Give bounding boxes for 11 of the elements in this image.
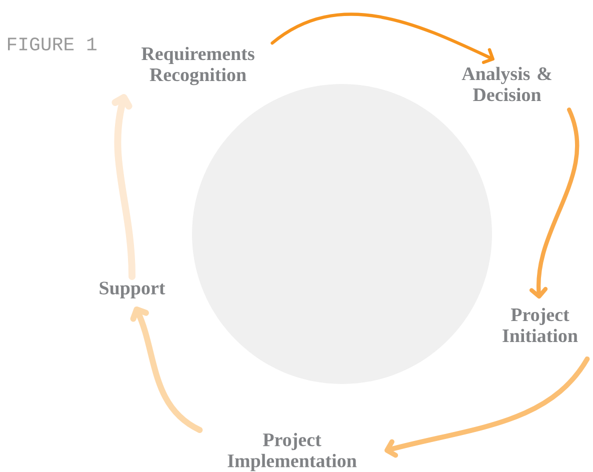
step-label: Support — [100, 282, 166, 298]
arrow — [529, 108, 580, 299]
arrow — [384, 356, 590, 458]
arrow — [112, 94, 136, 280]
step-label: Analysis & Decision — [462, 66, 552, 102]
arrow — [130, 306, 203, 433]
step-label: Requirements Recognition — [142, 46, 254, 86]
figure-label: FIGURE 1 — [8, 38, 96, 50]
step-label: Project Implementation — [228, 432, 357, 472]
arrow — [270, 12, 494, 64]
step-label: Project Initiation — [502, 308, 578, 342]
